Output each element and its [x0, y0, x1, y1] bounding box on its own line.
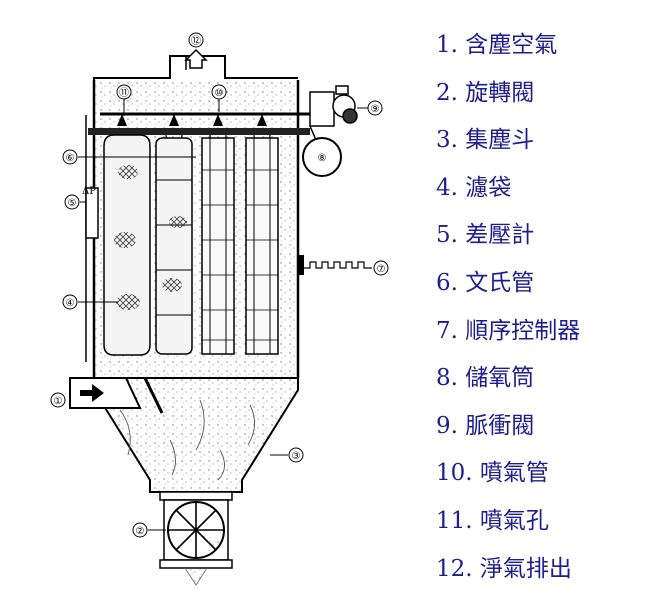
sequence-controller [298, 255, 372, 275]
legend-item: 7. 順序控制器 [436, 317, 581, 344]
clean-air-outlet [93, 55, 298, 80]
callout-5: ⑤ [68, 198, 77, 209]
callout-6: ⑥ [66, 153, 75, 164]
legend-item: 12. 淨氣排出 [436, 555, 572, 582]
callout-8: ⑧ [318, 153, 327, 164]
legend-item: 6. 文氏管 [436, 269, 535, 296]
legend-item: 3. 集塵斗 [436, 127, 535, 154]
callout-7: ⑦ [377, 264, 386, 275]
component-legend: 1. 含塵空氣 2. 旋轉閥 3. 集塵斗 4. 濾袋 5. 差壓計 6. 文氏… [436, 28, 651, 599]
outlet-arrow-icon [184, 48, 208, 69]
legend-item: 11. 噴氣孔 [436, 507, 549, 534]
inlet-arrow-icon [80, 384, 104, 402]
tube-sheet [88, 128, 310, 135]
callout-10: ⑩ [215, 88, 224, 99]
legend-item: 4. 濾袋 [436, 174, 512, 201]
callout-2: ② [136, 526, 145, 537]
dusty-air-inlet [69, 377, 142, 409]
legend-item: 5. 差壓計 [436, 222, 535, 249]
legend-item: 9. 脈衝閥 [436, 412, 535, 439]
filter-bag-4 [245, 137, 279, 355]
legend-item: 2. 旋轉閥 [436, 79, 535, 106]
pulse-valve [309, 85, 358, 127]
baghouse-diagram: ⑫ [50, 32, 389, 586]
dp-label: ΔP [82, 186, 96, 197]
callout-12: ⑫ [191, 35, 201, 47]
differential-pressure-gauge [80, 187, 99, 239]
callout-4: ④ [66, 298, 75, 309]
legend-item: 10. 噴氣管 [436, 460, 549, 487]
filter-bag-2 [155, 137, 193, 355]
callout-3: ③ [292, 451, 301, 462]
legend-item: 8. 儲氧筒 [436, 365, 535, 392]
callout-1: ① [54, 396, 63, 407]
legend-item: 1. 含塵空氣 [436, 32, 558, 58]
callout-9: ⑨ [371, 104, 380, 115]
oxygen-tank [302, 137, 342, 177]
filter-bag-1 [103, 134, 151, 356]
callout-11: ⑪ [119, 87, 129, 99]
nozzle-group [117, 114, 267, 126]
rotary-valve [159, 491, 233, 586]
filter-bag-3 [201, 137, 235, 355]
dust-hopper [93, 377, 299, 493]
